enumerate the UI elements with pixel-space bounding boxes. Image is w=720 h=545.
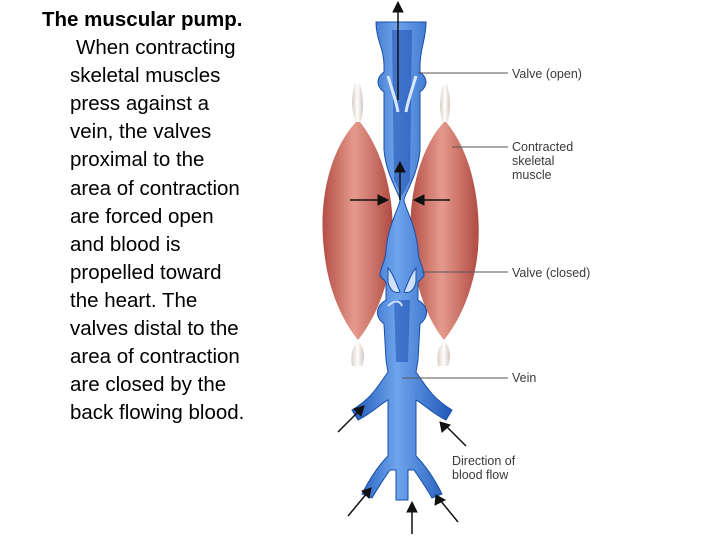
caption-line: the heart. The	[70, 288, 198, 312]
contracted-muscle-label-line: muscle	[512, 168, 552, 182]
caption-line: skeletal muscles	[70, 64, 221, 88]
contracted-muscle-label-line: Contracted	[512, 140, 574, 154]
direction-label-line: Direction of	[452, 454, 516, 468]
left-muscle	[322, 84, 393, 366]
label-leaders	[402, 72, 508, 379]
caption-text: The muscular pump. When contracting skel…	[42, 6, 292, 427]
contracted-muscle-label-line: skeletal	[512, 154, 555, 168]
caption-line: area of contraction	[70, 345, 240, 369]
muscle-pump-diagram: Valve (open) Contracted skeletal muscle …	[300, 0, 720, 540]
caption-line: propelled toward	[70, 260, 222, 284]
contracted-muscle-label: Contracted skeletal muscle	[512, 140, 573, 182]
vein	[351, 21, 453, 501]
diagram-graphic	[322, 0, 508, 534]
caption-title: The muscular pump.	[42, 8, 243, 31]
caption-line: area of contraction	[70, 176, 240, 200]
valve-open-label: Valve (open)	[512, 67, 582, 81]
caption-line: valves distal to the	[70, 317, 239, 341]
direction-label-line: blood flow	[452, 468, 509, 482]
valve-closed-label: Valve (closed)	[512, 266, 591, 280]
caption-line: are closed by the	[70, 373, 227, 397]
caption-line: When contracting	[76, 36, 236, 60]
caption-line: are forced open	[70, 204, 214, 228]
caption-line: and blood is	[70, 232, 181, 256]
right-muscle	[410, 84, 479, 366]
caption-line: vein, the valves	[70, 120, 212, 144]
caption-line: press against a	[70, 92, 210, 116]
caption-line: back flowing blood.	[70, 401, 245, 425]
direction-label: Direction of blood flow	[452, 454, 515, 482]
caption-line: proximal to the	[70, 148, 205, 172]
blood-flow-arrows	[337, 0, 467, 534]
vein-label: Vein	[512, 371, 537, 385]
